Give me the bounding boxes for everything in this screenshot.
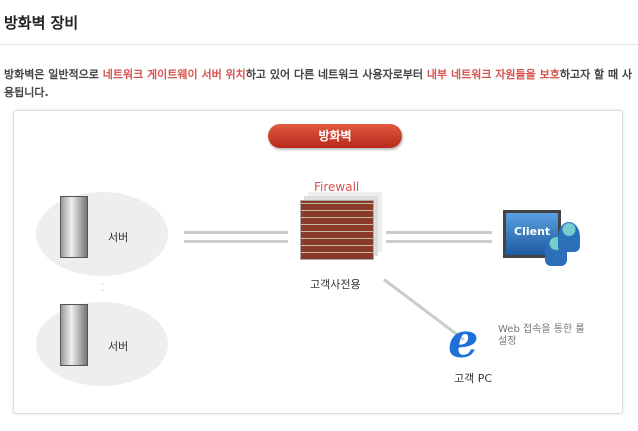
arrow-right-icon (386, 240, 492, 243)
desc-text: 방화벽은 일반적으로 (4, 68, 103, 81)
arrow-left-icon (184, 231, 288, 234)
user-icon (558, 222, 580, 252)
server-bubble (36, 192, 168, 276)
server-icon (60, 304, 88, 366)
divider (0, 44, 638, 45)
server-label: 서버 (108, 340, 129, 353)
arrow-left-icon (386, 231, 492, 234)
firewall-icon (300, 200, 374, 260)
page-title: 방화벽 장비 (4, 14, 79, 32)
arrow-right-icon (184, 240, 288, 243)
ellipsis-dots: ·· (101, 280, 105, 297)
diagram-header: 방화벽 (268, 124, 402, 148)
desc-text: 하고자 할 때 사용됩니다. (4, 68, 633, 99)
ie-browser-icon: e (448, 313, 479, 369)
client-text: Client (514, 225, 551, 238)
client-monitor-icon: Client (503, 210, 561, 258)
diagram-box (13, 110, 623, 414)
server-bubble (36, 302, 168, 386)
desc-highlight: 내부 네트워크 자원들을 보호 (426, 68, 560, 81)
firewall-caption: 고객사전용 (310, 278, 361, 291)
server-label: 서버 (108, 231, 129, 244)
desc-highlight: 네트워크 게이트웨이 서버 위치 (102, 68, 246, 81)
web-note: Web 접속을 통한 룰 설정 (498, 324, 585, 347)
firewall-label: Firewall (314, 180, 360, 194)
desc-text: 하고 있어 다른 네트워크 사용자로부터 (245, 68, 427, 81)
description: 방화벽은 일반적으로 네트워크 게이트웨이 서버 위치하고 있어 다른 네트워크… (4, 66, 636, 102)
pc-label: 고객 PC (454, 372, 493, 385)
server-icon (60, 196, 88, 258)
